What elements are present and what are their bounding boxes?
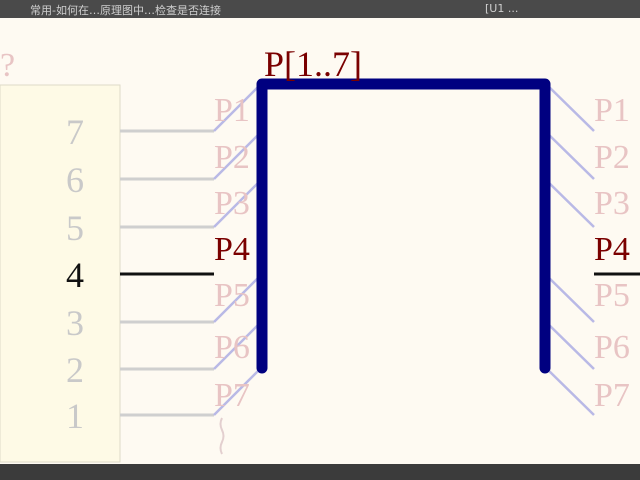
bus-entry-left-P7[interactable] (213, 366, 263, 416)
bus-entry-right-P7[interactable] (544, 366, 595, 416)
bus-entry-right-P6[interactable] (544, 320, 595, 370)
bus-entry-left-P3[interactable] (213, 178, 263, 228)
window-title-suffix: [U1 ... (485, 2, 519, 15)
pin-number-3: 3 (66, 303, 84, 343)
net-label-left-P1: P1 (214, 92, 250, 129)
net-label-right-P3: P3 (594, 185, 630, 222)
pin-number-7: 7 (66, 112, 84, 152)
pin-number-6: 6 (66, 160, 84, 200)
net-label-left-P6: P6 (214, 329, 250, 366)
partial-label: ? (0, 47, 15, 84)
title-bar: 常用‑如何在…原理图中…检查是否连接 [U1 ... (0, 0, 640, 18)
bus-entry-left-P1[interactable] (213, 82, 263, 132)
net-label-left-P5: P5 (214, 277, 250, 314)
status-bar (0, 464, 640, 480)
net-label-left-P4: P4 (214, 231, 250, 268)
net-label-right-P6: P6 (594, 329, 630, 366)
bus-entry-left-P5[interactable] (213, 273, 263, 323)
pin-number-1: 1 (66, 396, 84, 436)
net-label-right-P4: P4 (594, 231, 630, 268)
net-label-right-P1: P1 (594, 92, 630, 129)
bus-line[interactable] (256, 78, 551, 374)
bus-label: P[1..7] (264, 44, 362, 84)
bus-entry-left-P6[interactable] (213, 320, 263, 370)
bus-entry-left-P2[interactable] (213, 130, 263, 180)
net-label-right-P2: P2 (594, 139, 630, 176)
dangling-wire (219, 417, 225, 455)
bus-entry-right-P1[interactable] (544, 82, 595, 132)
bus-entry-right-P3[interactable] (544, 178, 595, 228)
component-body[interactable] (0, 84, 121, 463)
net-label-left-P2: P2 (214, 139, 250, 176)
bus-entry-right-P2[interactable] (544, 130, 595, 180)
bus-entry-right-P5[interactable] (544, 273, 595, 323)
pin-number-5: 5 (66, 208, 84, 248)
net-label-left-P7: P7 (214, 377, 250, 414)
pin-number-2: 2 (66, 350, 84, 390)
window-title: 常用‑如何在…原理图中…检查是否连接 (30, 4, 221, 17)
net-label-right-P7: P7 (594, 377, 630, 414)
pin-number-4: 4 (66, 255, 84, 295)
net-label-left-P3: P3 (214, 185, 250, 222)
net-label-right-P5: P5 (594, 277, 630, 314)
